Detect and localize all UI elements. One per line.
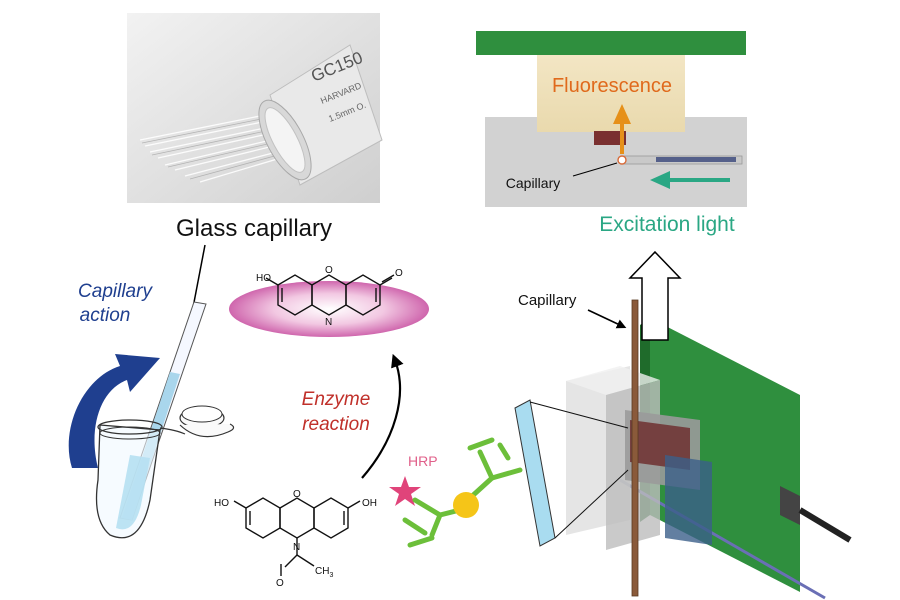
hrp-label: HRP [408,453,438,469]
capillary-action-label-line-2: action [80,305,131,326]
glass-capillary-photo: GC150 HARVARD 1.5mm O. [127,13,383,203]
enzyme-reaction-label-line-2: reaction [302,414,370,435]
substrate-ch3-label: CH3 [315,566,333,579]
capillary-action-arrow [68,354,160,468]
substrate-o-acyl-label: O [276,578,284,589]
substrate-ho-left-label: HO [214,498,229,509]
device-capillary-pointer [587,309,627,329]
product-highlight-ellipse [229,281,429,337]
enzyme-reaction-label-line-1: Enzyme [302,389,371,410]
product-o-ring-label: O [325,265,333,276]
product-o-ketone-label: O [395,268,403,279]
antigen-dot [453,492,479,518]
inset-capillary-label: Capillary [506,175,560,191]
product-ho-label: HO [256,273,271,284]
up-arrow-icon [628,250,682,341]
product-n-label: N [325,317,332,328]
sample-slide [514,399,629,547]
capillary-rod [631,299,639,597]
fluorescence-label: Fluorescence [552,75,672,97]
photo-caption: Glass capillary [176,215,332,242]
substrate-o-ring-label: O [293,489,301,500]
substrate-oh-right-label: OH [362,498,377,509]
excitation-label: Excitation light [599,213,735,236]
substrate-molecule [233,497,361,576]
product-molecule [265,274,395,316]
substrate-n-label: N [293,542,300,553]
capillary-action-label-line-1: Capillary [78,281,153,302]
detector-inset [476,31,747,207]
antibody-icon [402,437,523,548]
microtube-icon [95,301,235,539]
enzyme-reaction-arrow [361,353,404,479]
device-capillary-label: Capillary [518,292,577,309]
star-icon [389,476,421,506]
